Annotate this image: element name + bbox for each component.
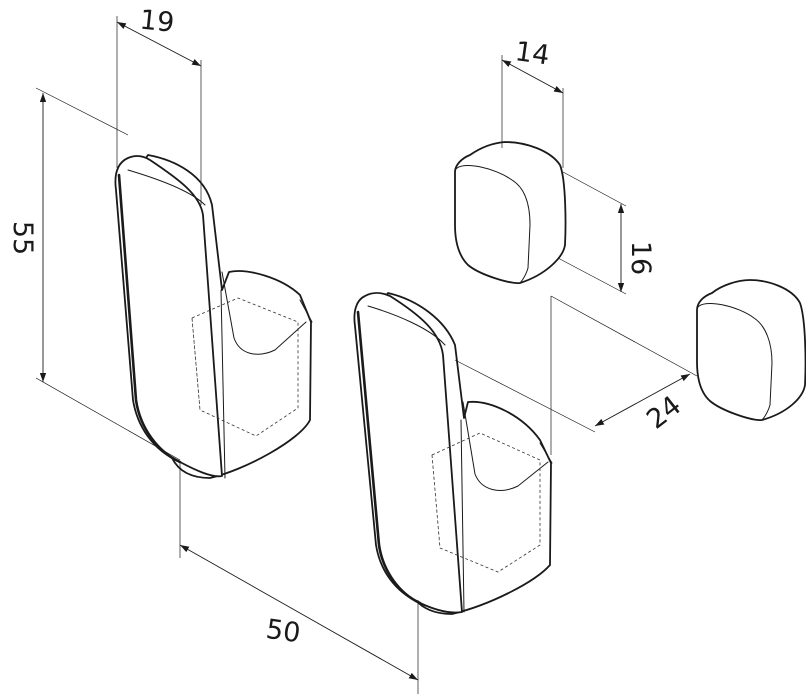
dim-55-ext-bottom bbox=[35, 377, 181, 461]
dim-14: 14 bbox=[501, 36, 564, 168]
dim-14-label: 14 bbox=[513, 36, 551, 71]
hook-left-top-edge bbox=[127, 169, 206, 206]
hook-left-outline bbox=[117, 173, 182, 464]
hook-left bbox=[114, 154, 313, 479]
hook-center-back-edge bbox=[460, 419, 465, 613]
cap-right-front-edge bbox=[696, 302, 773, 421]
dim-55: 55 bbox=[7, 87, 181, 461]
hook-left-front bbox=[114, 155, 223, 478]
dim-19: 19 bbox=[116, 5, 202, 205]
dim-50-line bbox=[179, 544, 419, 681]
hook-left-lip bbox=[299, 299, 313, 323]
hook-center-lip bbox=[539, 442, 553, 464]
dim-55-ext-top bbox=[35, 87, 129, 136]
dim-24-ext-top bbox=[550, 295, 698, 377]
hook-center-front bbox=[353, 292, 463, 614]
dim-50: 50 bbox=[179, 462, 419, 694]
dim-16-ext-bottom bbox=[557, 257, 627, 295]
hook-center-top-edge bbox=[367, 305, 446, 346]
cap-top-front-edge bbox=[454, 164, 531, 284]
hook-left-inner-edge bbox=[221, 271, 307, 355]
cap-right bbox=[696, 279, 806, 421]
dim-24-line bbox=[594, 373, 691, 427]
cap-right-body bbox=[696, 279, 806, 421]
hook-center-hidden-mount bbox=[431, 432, 541, 573]
dim-16-label: 16 bbox=[625, 241, 656, 275]
cap-top-body bbox=[454, 141, 567, 284]
dim-14-line bbox=[501, 59, 564, 94]
cap-top bbox=[454, 141, 567, 284]
hook-center bbox=[353, 292, 553, 615]
dim-16: 16 bbox=[557, 171, 656, 295]
dim-19-label: 19 bbox=[138, 5, 175, 39]
dim-19-line bbox=[116, 21, 202, 67]
dim-50-label: 50 bbox=[264, 614, 302, 649]
dim-55-label: 55 bbox=[7, 221, 38, 255]
hook-left-hidden-mount bbox=[191, 297, 299, 437]
dim-24-ext-bottom bbox=[454, 359, 596, 433]
hook-left-back-edge bbox=[220, 289, 226, 479]
dim-16-ext-top bbox=[562, 171, 627, 207]
hook-center-inner-edge bbox=[462, 401, 549, 491]
